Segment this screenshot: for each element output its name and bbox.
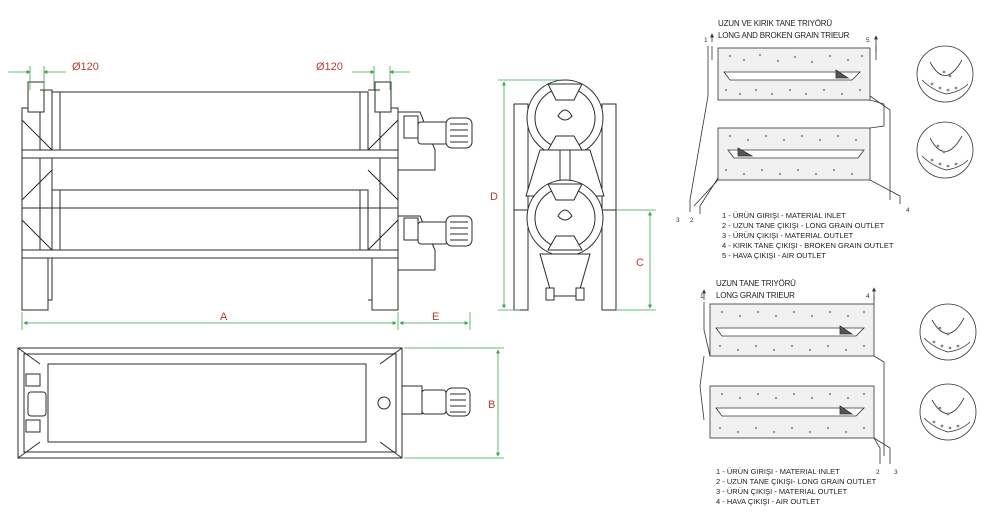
panel2-callout-1: 1 xyxy=(700,293,704,300)
dimension-c-label: C xyxy=(636,257,644,269)
panel1-legend-item: 4 - KIRIK TANE ÇIKIŞI - BROKEN GRAIN OUT… xyxy=(722,241,894,250)
dimension-a-label: A xyxy=(220,311,228,323)
dimension-e-label: E xyxy=(432,311,439,323)
panel2-legend-item: 4 - HAVA ÇIKIŞI - AIR OUTLET xyxy=(716,497,820,506)
front-view xyxy=(21,81,473,311)
panel2-title-tr: UZUN TANE TRIYÖRÜ xyxy=(716,279,796,288)
panel2-callout-2: 2 xyxy=(876,469,880,476)
panel1-legend-item: 5 - HAVA ÇIKIŞI - AIR OUTLET xyxy=(722,251,826,260)
panel2-legend-item: 2 - UZUN TANE ÇIKIŞI- LONG GRAIN OUTLET xyxy=(716,477,877,486)
panel2-schematic xyxy=(699,287,891,464)
panel2-callout-3: 3 xyxy=(894,469,898,476)
panel2-legend-item: 1 - ÜRÜN GIRIŞI - MATERIAL INLET xyxy=(716,467,840,476)
panel1-grain-dots xyxy=(724,53,864,176)
panel1-detail-grains xyxy=(930,70,958,168)
side-view xyxy=(513,79,617,311)
panel1-callout-5: 5 xyxy=(866,37,870,44)
top-view xyxy=(17,347,471,459)
panel2-title-en: LONG GRAIN TRIEUR xyxy=(716,291,795,300)
dimension-d-label: D xyxy=(490,191,498,203)
panel2-detail-grains xyxy=(932,326,960,430)
panel1-callout-2: 2 xyxy=(690,217,694,224)
panel1-legend-item: 2 - UZUN TANE ÇIKIŞI - LONG GRAIN OUTLET xyxy=(722,221,885,230)
panel1-title-tr: UZUN VE KIRIK TANE TRIYÖRÜ xyxy=(718,19,832,28)
panel1-callout-3: 3 xyxy=(676,217,680,224)
dimension-b-label: B xyxy=(488,399,495,411)
panel2-legend-item: 3 - ÜRÜN ÇIKIŞI - MATERIAL OUTLET xyxy=(716,487,848,496)
top-view-dimensions xyxy=(404,347,504,459)
panel1-legend: 1 - ÜRÜN GIRIŞI - MATERIAL INLET 2 - UZU… xyxy=(722,211,894,260)
side-view-dimensions xyxy=(498,79,656,311)
panel1-callout-4: 4 xyxy=(906,207,910,214)
panel2-legend: 1 - ÜRÜN GIRIŞI - MATERIAL INLET 2 - UZU… xyxy=(716,467,877,506)
panel2-callout-4: 4 xyxy=(866,293,870,300)
panel2-detail-circles xyxy=(919,303,977,441)
front-view-dimensions xyxy=(8,66,471,330)
panel1-legend-item: 3 - ÜRÜN ÇIKIŞI - MATERIAL OUTLET xyxy=(722,231,854,240)
diameter-right-label: Ø120 xyxy=(316,61,343,73)
panel1-schematic xyxy=(689,33,901,214)
panel1-title-en: LONG AND BROKEN GRAIN TRIEUR xyxy=(718,31,850,40)
panel1-callout-1: 1 xyxy=(704,37,708,44)
diameter-left-label: Ø120 xyxy=(72,61,99,73)
panel2-grain-dots xyxy=(718,310,866,434)
panel1-detail-circles xyxy=(916,45,974,179)
panel1-legend-item: 1 - ÜRÜN GIRIŞI - MATERIAL INLET xyxy=(722,211,846,220)
